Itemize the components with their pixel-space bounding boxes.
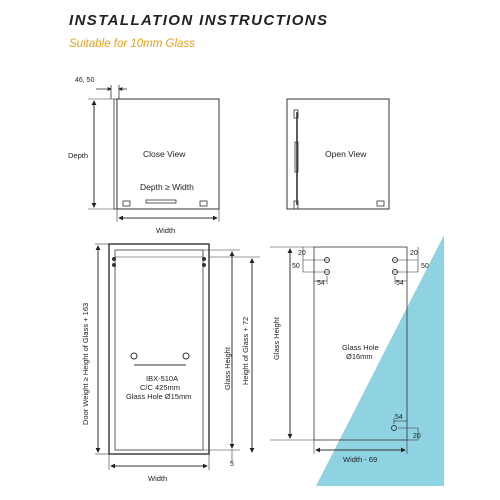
front-view-width-label: Width	[148, 474, 167, 483]
height-of-glass-label: Height of Glass + 72	[241, 317, 250, 385]
dim-20-top-left: 20	[298, 250, 306, 257]
page-subtitle: Suitable for 10mm Glass	[69, 38, 195, 50]
dim-50-right: 50	[421, 263, 429, 270]
close-view-width-label: Width	[156, 226, 175, 235]
open-view-frame	[286, 98, 390, 210]
front-hole-label: Glass Hole Ø15mm	[126, 392, 191, 401]
gap-5-label: 5	[230, 461, 234, 468]
glass-triangle-graphic	[316, 235, 444, 486]
model-label: IBX-510A	[146, 374, 178, 383]
dim-20-bottom: 20	[413, 433, 421, 440]
dim-54-left: 54	[317, 280, 325, 287]
page-title: INSTALLATION INSTRUCTIONS	[69, 12, 329, 29]
detail-glass-height-label: Glass Height	[272, 316, 281, 360]
dim-20-top-right: 20	[410, 250, 418, 257]
close-view-hinge	[145, 199, 177, 204]
open-view-hinge	[294, 141, 299, 173]
open-view-diagram	[286, 98, 390, 210]
glass-detail-panel	[313, 246, 408, 441]
cc-label: C/C 425mm	[140, 383, 180, 392]
detail-width-label: Width - 69	[343, 455, 377, 464]
front-glass-panel	[114, 249, 204, 451]
detail-hole-label-1: Glass Hole	[342, 343, 379, 352]
handle-hole-left	[130, 352, 138, 360]
front-view-diagram	[95, 243, 260, 470]
close-view-glass-panel	[113, 98, 118, 210]
depth-width-label: Depth ≥ Width	[140, 182, 194, 192]
pivot-hole	[391, 425, 397, 431]
gap-label: 46, 50	[75, 77, 95, 84]
open-view-label: Open View	[325, 149, 367, 159]
dim-54-right: 54	[396, 280, 404, 287]
dim-54-bottom: 54	[395, 414, 403, 421]
door-frame	[108, 243, 210, 455]
dim-50-left: 50	[292, 263, 300, 270]
handle-hole-right	[182, 352, 190, 360]
front-glass-height-label: Glass Height	[223, 346, 232, 390]
door-weight-label: Door Weight ≥ Height of Glass + 163	[81, 303, 90, 425]
close-view-diagram	[88, 85, 220, 222]
detail-hole-label-2: Ø16mm	[346, 352, 373, 361]
close-view-label: Close View	[143, 149, 186, 159]
glass-detail-diagram	[270, 246, 419, 454]
depth-label: Depth	[68, 151, 88, 160]
